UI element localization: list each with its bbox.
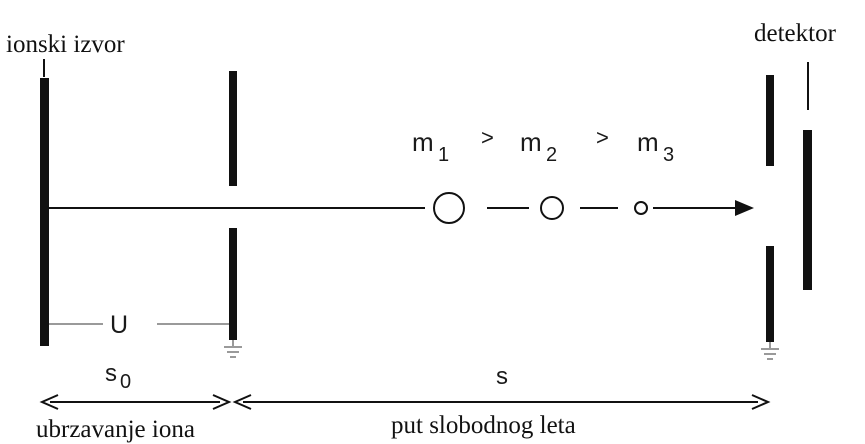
ion-source-plate [40, 78, 49, 346]
ion-path-arrowhead [735, 200, 754, 216]
accel-distance-label: s [105, 360, 117, 387]
flight-caption: put slobodnog leta [391, 412, 576, 439]
flight-distance-arrow [232, 394, 771, 410]
mass-relation: m 1 > m 2 > m 3 [412, 125, 674, 166]
accelerator-plate-top [229, 71, 237, 186]
voltage-label: U [110, 311, 128, 339]
detector-label: detektor [754, 20, 837, 47]
ion-m3 [634, 201, 648, 215]
accel-distance-subscript: 0 [120, 371, 131, 393]
greater-than-1: > [481, 125, 494, 150]
ground-symbol-accelerator [224, 340, 242, 358]
accel-caption: ubrzavanje iona [36, 416, 195, 443]
mass-m3: m [637, 127, 659, 157]
exit-plate-bottom [766, 246, 774, 342]
accel-distance-arrow [39, 394, 232, 410]
mass-m2: m [520, 127, 542, 157]
detector-plate [803, 130, 812, 290]
ion-m1 [433, 192, 465, 224]
ion-m2 [540, 196, 564, 220]
ion-source-label: ionski izvor [6, 31, 125, 58]
flight-distance-label: s [496, 363, 508, 390]
mass-m1-subscript: 1 [438, 144, 449, 166]
ground-symbol-exit [761, 342, 779, 360]
mass-m1: m [412, 127, 434, 157]
accelerator-plate-bottom [229, 228, 237, 340]
greater-than-2: > [596, 125, 609, 150]
mass-m2-subscript: 2 [546, 144, 557, 166]
exit-plate-top [766, 75, 774, 166]
mass-m3-subscript: 3 [663, 144, 674, 166]
